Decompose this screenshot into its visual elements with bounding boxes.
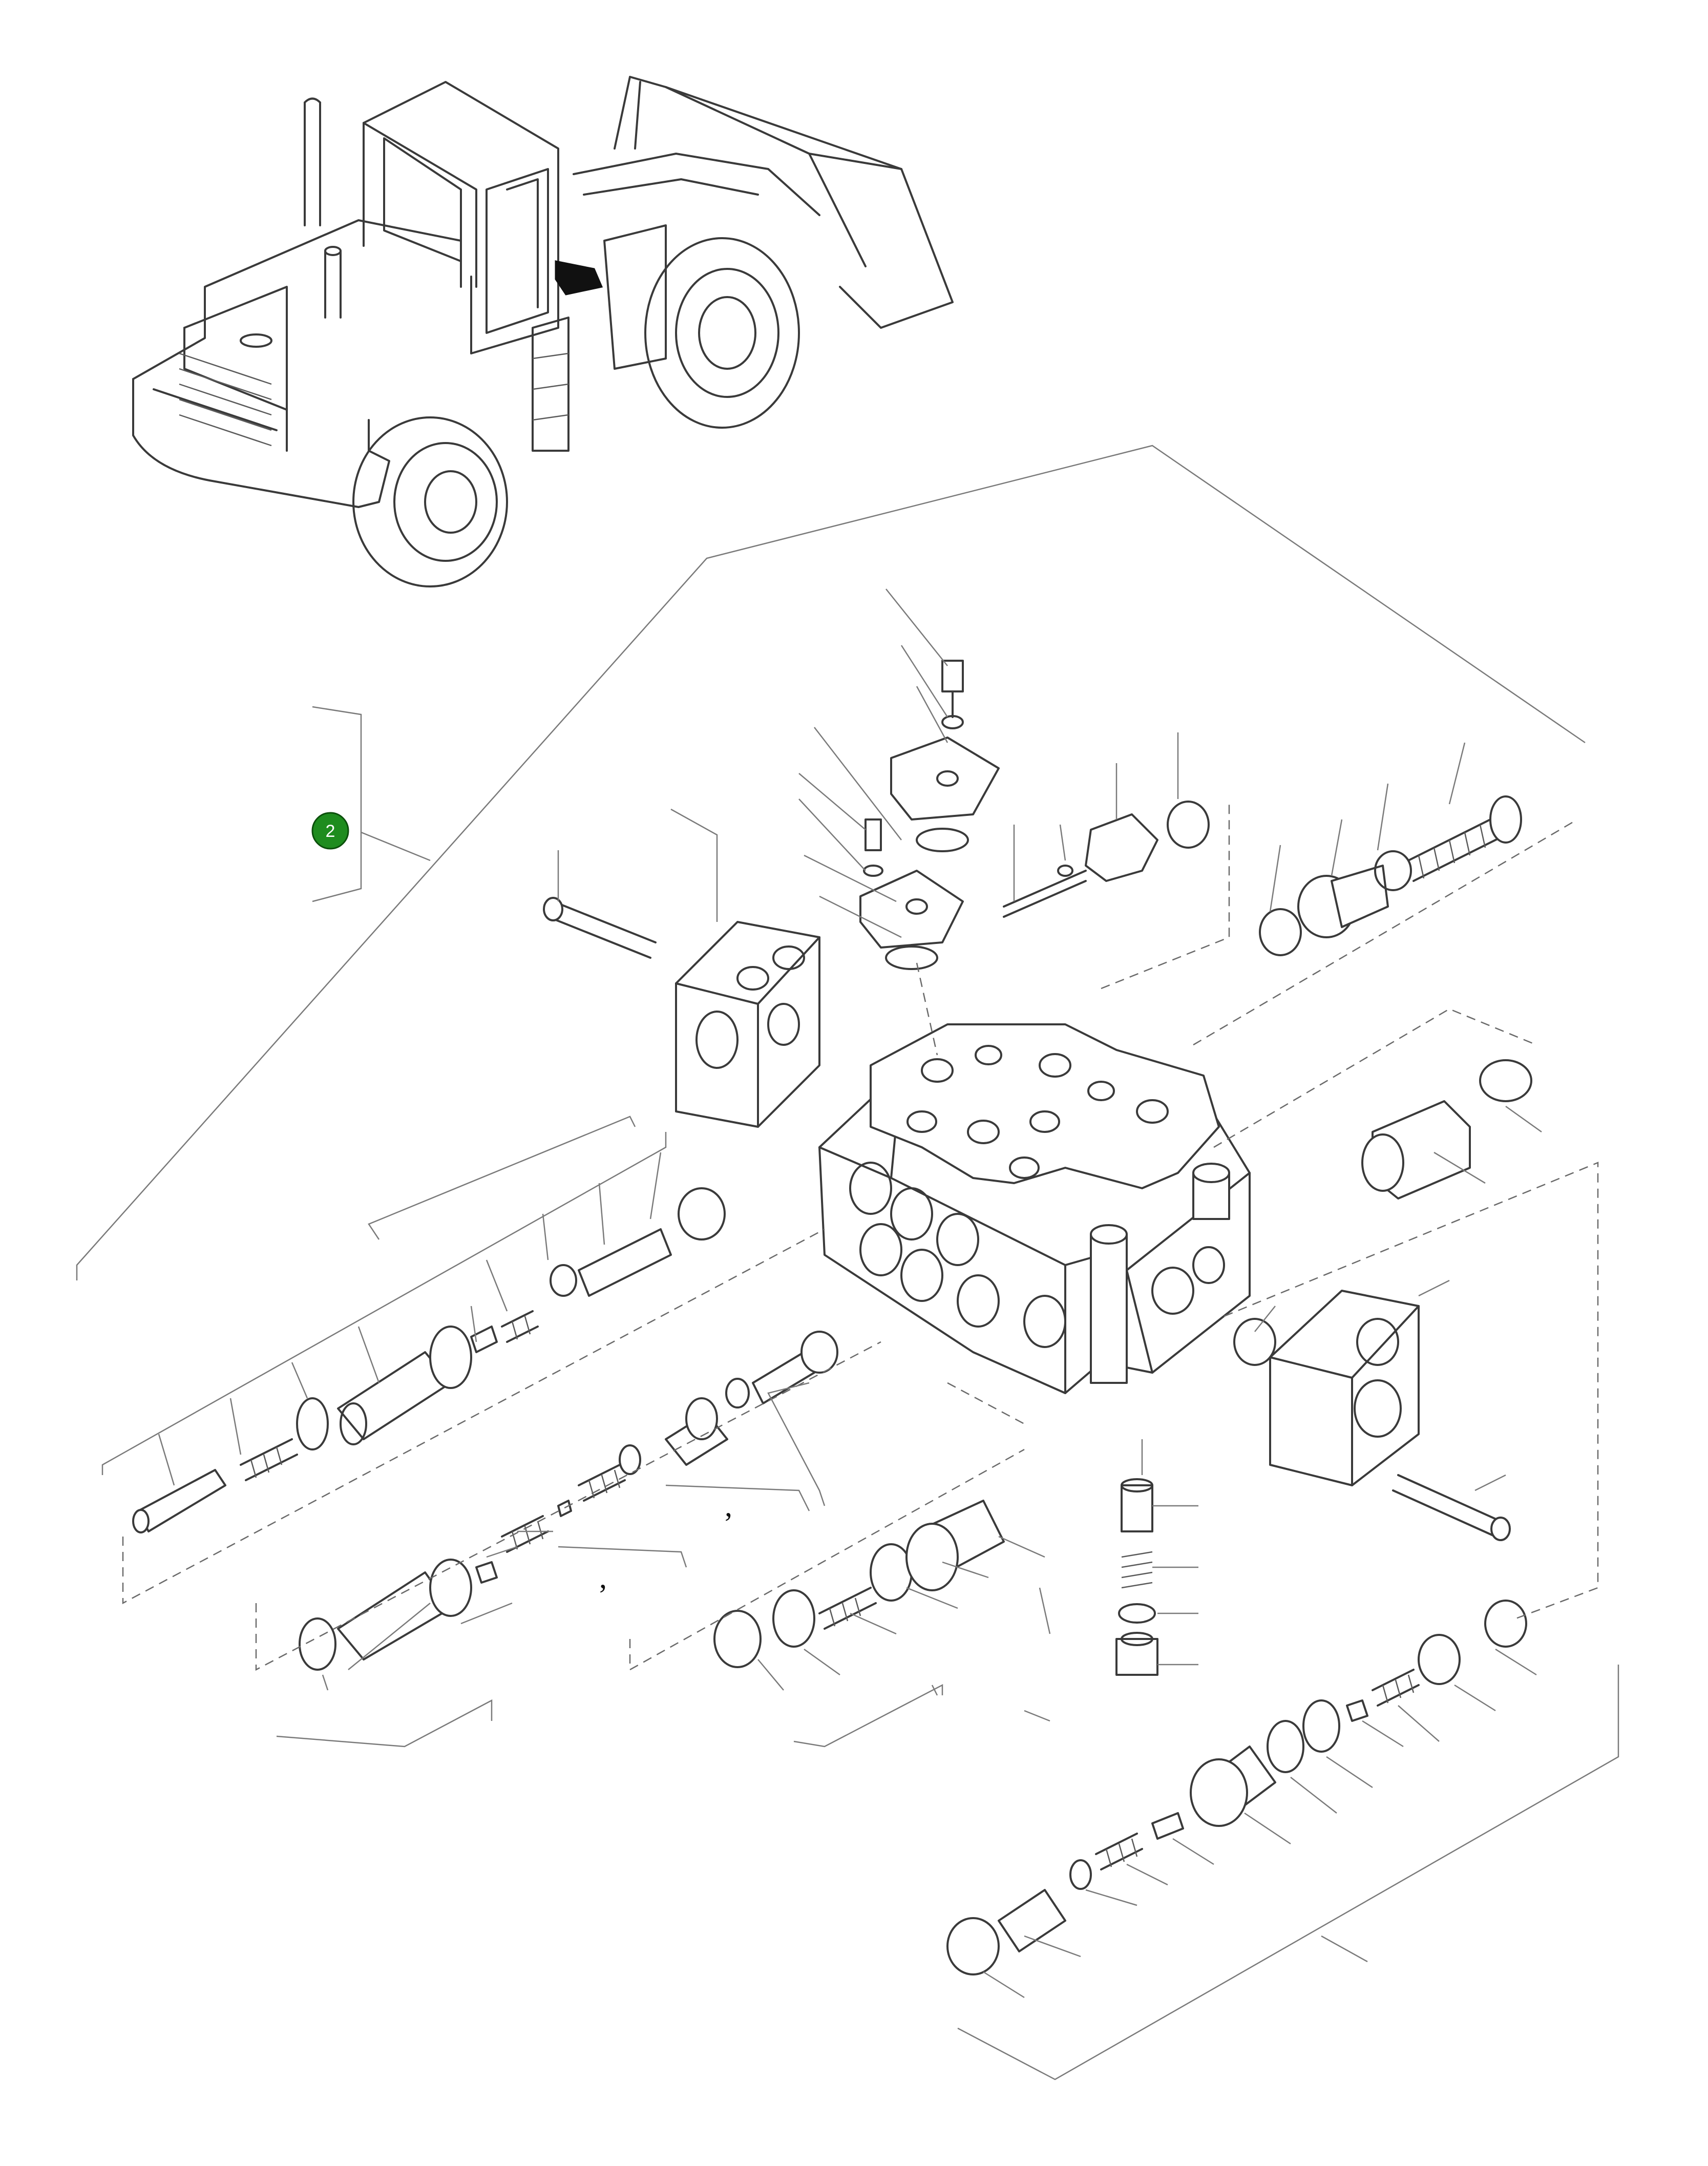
- left-spool-assembly-upper: [132, 1187, 726, 1533]
- spring-f: [1121, 1551, 1153, 1589]
- left-solenoid-block: [543, 897, 820, 1128]
- valve-location-marker: [555, 260, 603, 296]
- rear-wheel: [352, 416, 508, 587]
- spring-upper: [1407, 813, 1507, 882]
- cover-plates: [859, 660, 1210, 970]
- callout-2[interactable]: 2: [311, 812, 349, 850]
- grille: [179, 352, 272, 447]
- vertical-plug-stack: [1115, 1478, 1158, 1676]
- annotation-mark-1: ,: [725, 1489, 732, 1523]
- spring-c: [501, 1515, 549, 1553]
- spring-b: [501, 1310, 539, 1343]
- spring-d: [578, 1464, 626, 1502]
- section-outline: [76, 445, 1586, 1748]
- wheel-loader-illustration: [132, 76, 954, 587]
- dashed-assembly-lines: [122, 799, 1599, 1671]
- callout-label: 2: [326, 822, 335, 841]
- right-solenoid-block: [1233, 1290, 1511, 1541]
- spring-h: [1095, 1833, 1143, 1870]
- callout-badge[interactable]: [311, 812, 349, 850]
- top-right-plunger-stack: [1259, 795, 1522, 956]
- left-spool-assembly-middle: , ,: [299, 1331, 838, 1671]
- spring-e: [818, 1587, 877, 1630]
- bucket: [614, 76, 954, 329]
- right-adapter: [1361, 1059, 1532, 1200]
- spring-g: [1372, 1669, 1420, 1707]
- valve-body: [818, 1023, 1251, 1394]
- check-valve-assembly: [713, 1500, 1005, 1668]
- annotation-mark-2: ,: [599, 1561, 607, 1594]
- spring-a: [240, 1438, 298, 1481]
- valve-ports: [849, 1045, 1225, 1348]
- lower-right-relief-valve: [946, 1600, 1527, 1975]
- front-wheel: [644, 237, 800, 429]
- leader-lines: [101, 588, 1619, 2080]
